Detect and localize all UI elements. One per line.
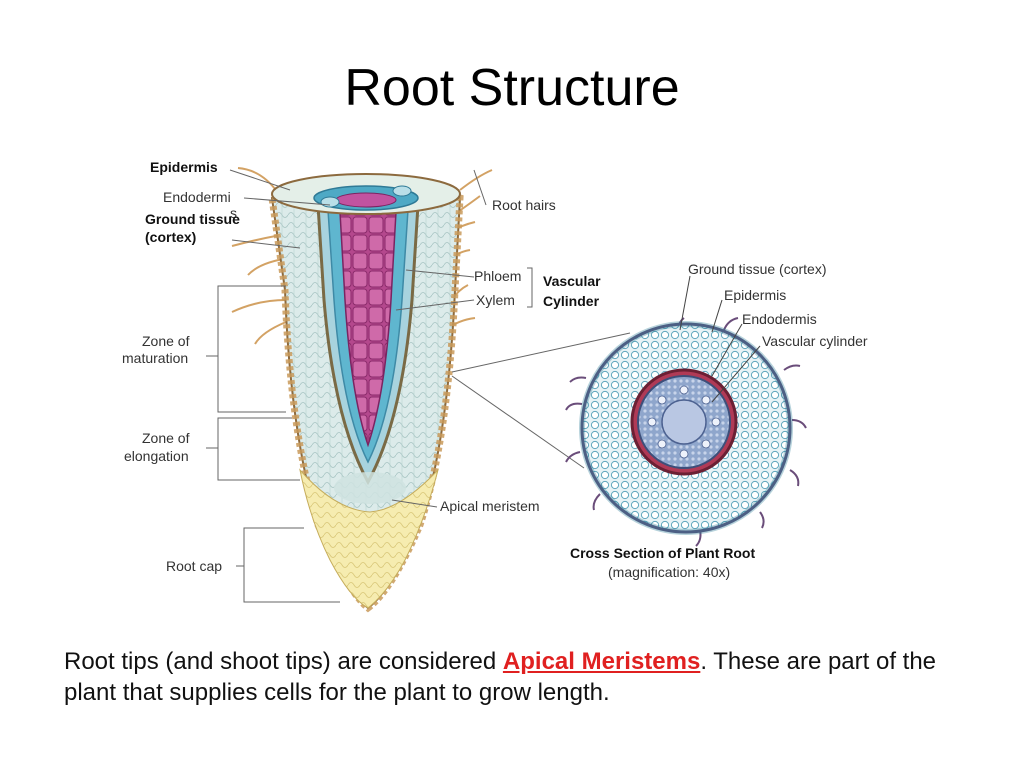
label-phloem: Phloem: [474, 268, 521, 284]
label-xs-endodermis: Endodermis: [742, 311, 817, 327]
caption-text-after: . These are part of the plant that suppl…: [64, 648, 937, 706]
label-epidermis: Epidermis: [150, 159, 218, 175]
leader-lines-right: [679, 275, 761, 403]
label-vascular: Vascular: [543, 273, 601, 289]
label-endodermis-s: s: [230, 205, 237, 221]
leader-lines-left: [206, 169, 631, 603]
label-root-cap: Root cap: [166, 558, 222, 574]
caption-text-before: Root tips (and shoot tips) are considere…: [64, 648, 503, 675]
label-zone-maturation-1: Zone of: [142, 333, 190, 349]
label-xs-epidermis: Epidermis: [724, 287, 786, 303]
label-zone-elongation-1: Zone of: [142, 430, 190, 446]
label-zone-maturation-2: maturation: [122, 350, 188, 366]
cross-section-caption-title: Cross Section of Plant Root: [570, 545, 755, 561]
root-structure-diagram: Epidermis Endodermi s Ground tissue (cor…: [122, 159, 868, 613]
label-zone-elongation-2: elongation: [124, 448, 189, 464]
label-endodermis: Endodermi: [163, 189, 231, 205]
label-xs-vascular: Vascular cylinder: [762, 333, 868, 349]
label-ground-tissue: Ground tissue: [145, 211, 240, 227]
cross-section-caption-sub: (magnification: 40x): [608, 564, 730, 580]
slide-caption: Root tips (and shoot tips) are considere…: [64, 646, 984, 708]
label-ground-tissue-cortex: (cortex): [145, 229, 196, 245]
label-cylinder: Cylinder: [543, 293, 600, 309]
caption-highlight-apical-meristems: Apical Meristems: [502, 648, 701, 675]
root-cross-section: [565, 317, 807, 547]
label-xylem: Xylem: [476, 292, 515, 308]
slide-title: Root Structure: [344, 59, 680, 117]
root-longitudinal-section: [231, 167, 493, 613]
label-apical-meristem: Apical meristem: [440, 498, 540, 514]
label-root-hairs: Root hairs: [492, 197, 556, 213]
label-xs-ground-tissue: Ground tissue (cortex): [688, 261, 827, 277]
